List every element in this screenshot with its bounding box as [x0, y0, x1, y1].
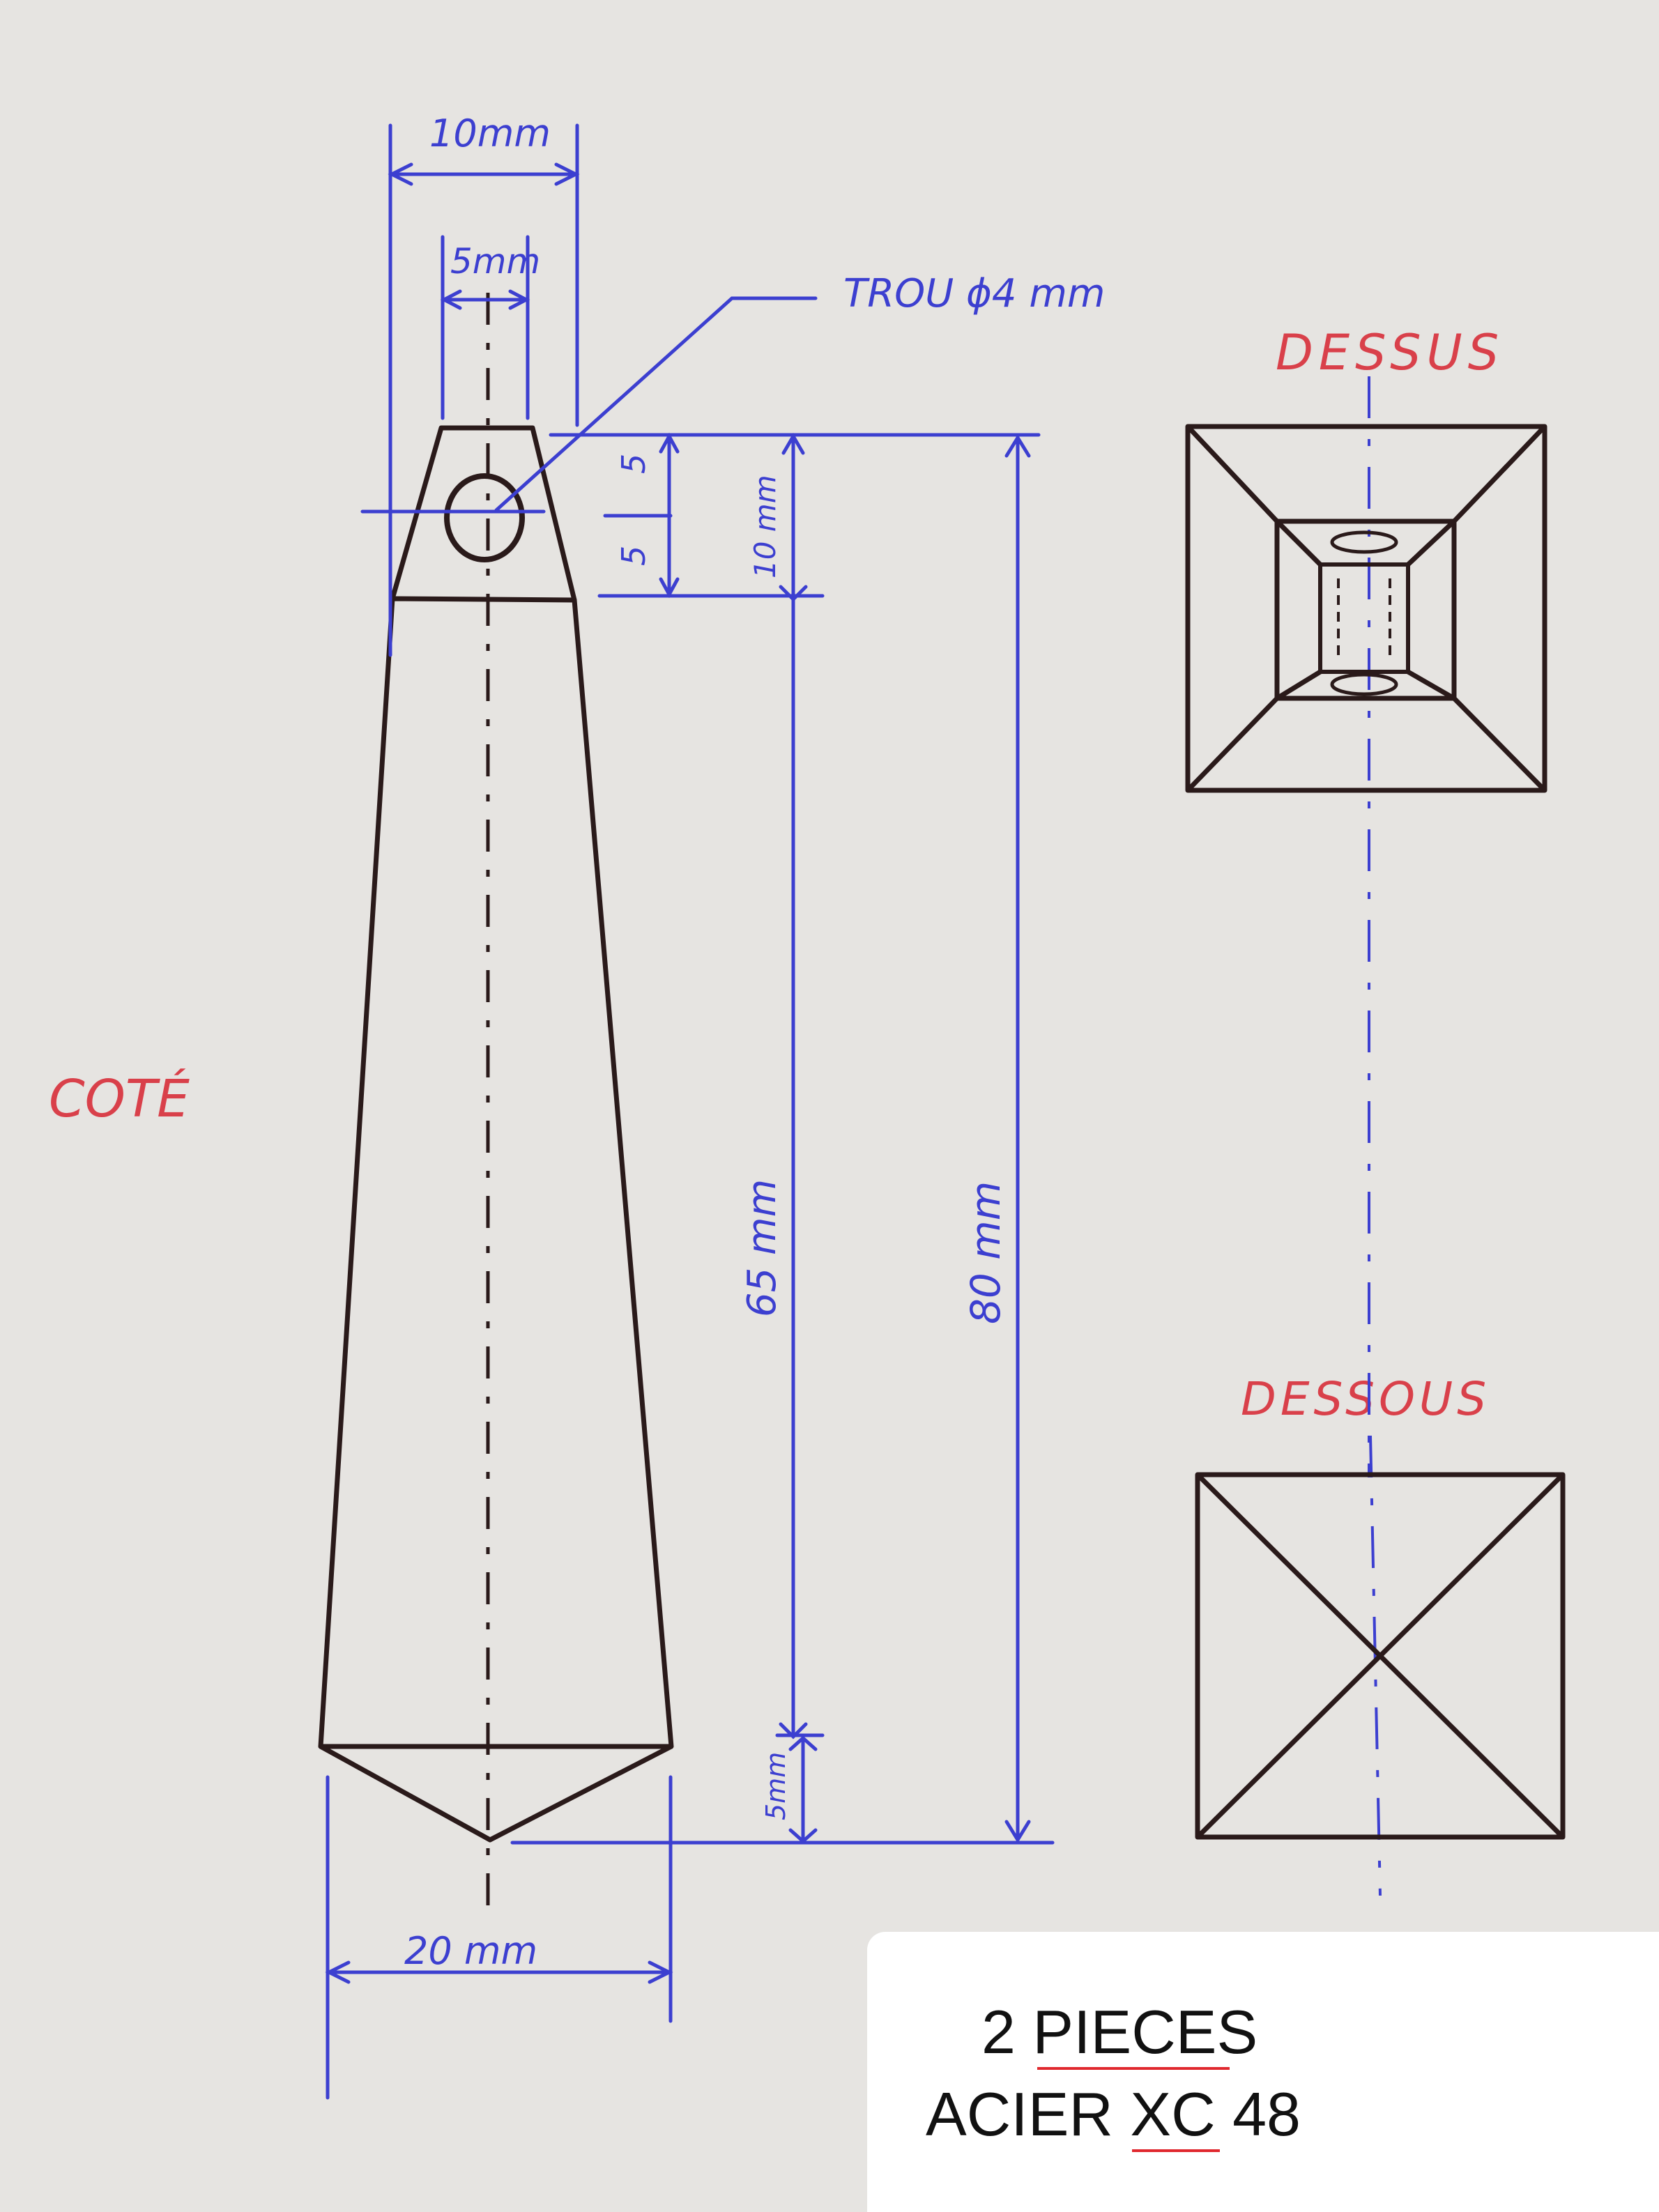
- top-view-outer-square: [1185, 424, 1547, 793]
- bottom-view-centerline: [1369, 1435, 1382, 1896]
- dim-head-upper: 5: [615, 454, 652, 474]
- dim-hole-spacing: 5mm: [450, 241, 540, 282]
- top-view-mid-square: [1274, 519, 1457, 701]
- material-note: ACIER XC 48: [926, 2080, 1301, 2149]
- side-view-tip-outline: [319, 1744, 673, 1843]
- top-view-inner-square: [1318, 562, 1410, 674]
- top-view-hole-upper: [1330, 530, 1398, 554]
- side-view-label: COTÉ: [49, 1068, 190, 1129]
- top-view: [1185, 424, 1547, 793]
- side-view-head-outline: [390, 425, 577, 601]
- bottom-view-square: [1195, 1472, 1566, 1840]
- dim-head-lower: 5: [615, 546, 652, 566]
- top-view-label: DESSUS: [1276, 324, 1504, 381]
- dimension-lines: [325, 123, 1055, 2100]
- side-view: [318, 425, 674, 1843]
- dim-top-width: 10mm: [429, 112, 551, 155]
- hole-circle: [444, 473, 525, 562]
- spellcheck-underline-pieces: [1037, 2067, 1230, 2070]
- bottom-view: [1195, 1472, 1566, 1840]
- spellcheck-underline-xc: [1132, 2149, 1220, 2152]
- dim-tip-length: 5mm: [760, 1752, 791, 1820]
- side-view-body-outline: [318, 596, 674, 1749]
- dim-head-height: 10 mm: [748, 475, 782, 578]
- dim-body-length: 65 mm: [740, 1179, 785, 1317]
- quantity-note: 2 PIECES: [981, 1997, 1258, 2066]
- dim-base-width: 20 mm: [404, 1929, 537, 1973]
- note-box: 2 PIECES ACIER XC 48: [867, 1932, 1659, 2212]
- top-view-hole-lower: [1330, 673, 1398, 696]
- dim-total-length: 80 mm: [962, 1181, 1009, 1324]
- bottom-view-label: DESSOUS: [1241, 1372, 1490, 1426]
- bottom-view-diagonal-2: [1195, 1473, 1565, 1839]
- dim-hole-callout: TROU ϕ4 mm: [843, 271, 1105, 316]
